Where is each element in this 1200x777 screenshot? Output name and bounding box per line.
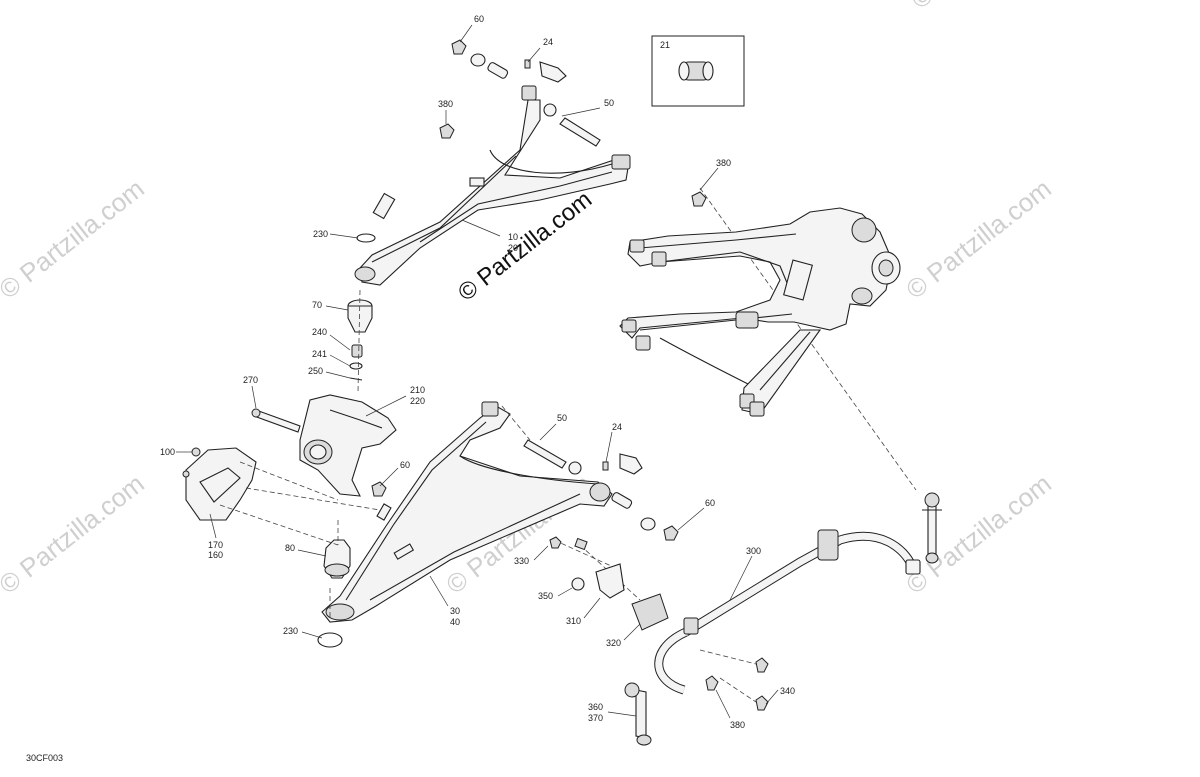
callout-24-top: 24 xyxy=(543,37,553,47)
callout-370: 370 xyxy=(588,713,603,723)
callout-60-knuckle: 60 xyxy=(400,460,410,470)
callout-240: 240 xyxy=(312,327,327,337)
callout-30: 30 xyxy=(450,606,460,616)
callout-220: 220 xyxy=(410,396,425,406)
callout-100: 100 xyxy=(160,447,175,457)
watermark-text: © Partzilla.com xyxy=(900,173,1057,305)
callout-20: 20 xyxy=(508,243,518,253)
callout-210: 210 xyxy=(410,385,425,395)
callout-40: 40 xyxy=(450,617,460,627)
callout-270: 270 xyxy=(243,375,258,385)
lower-arm-hardware xyxy=(523,439,679,541)
complete-suspension-assembly xyxy=(619,191,901,417)
watermark-text: © Partzilla.com xyxy=(905,0,1062,15)
diagram-code: 30CF003 xyxy=(26,753,63,763)
callout-80: 80 xyxy=(285,543,295,553)
watermark-text: © Partzilla.com xyxy=(0,173,150,305)
watermark-text: © Partzilla.com xyxy=(0,468,150,600)
callout-300: 300 xyxy=(746,546,761,556)
upper-a-arm xyxy=(354,85,631,286)
callout-320: 320 xyxy=(606,638,621,648)
callout-230-top: 230 xyxy=(313,229,328,239)
callout-350: 350 xyxy=(538,591,553,601)
callout-380-top: 380 xyxy=(438,99,453,109)
watermark-text: © Partzilla.com xyxy=(900,468,1057,600)
callout-330: 330 xyxy=(514,556,529,566)
sway-bar-bushing xyxy=(549,536,669,631)
callout-70: 70 xyxy=(312,300,322,310)
sway-bar xyxy=(654,492,942,695)
leader-lines xyxy=(176,24,779,719)
callout-160: 160 xyxy=(208,550,223,560)
sway-bar-link xyxy=(624,657,769,746)
upper-arm-hardware xyxy=(356,39,601,243)
knuckle xyxy=(251,394,397,497)
upper-ball-joint xyxy=(347,289,373,393)
callout-340: 340 xyxy=(780,686,795,696)
callout-60-mid: 60 xyxy=(705,498,715,508)
inset-box-21 xyxy=(651,35,745,107)
callout-230-bottom: 230 xyxy=(283,626,298,636)
callout-10: 10 xyxy=(508,232,518,242)
callout-50-mid: 50 xyxy=(557,413,567,423)
brake-shield xyxy=(182,447,257,521)
callout-380-bottom: 380 xyxy=(730,720,745,730)
callout-labels: 60 24 380 50 230 10 20 70 240 241 250 27… xyxy=(160,14,795,730)
callout-310: 310 xyxy=(566,616,581,626)
lower-ball-joint xyxy=(317,539,351,648)
lower-a-arm xyxy=(321,401,613,623)
callout-241: 241 xyxy=(312,349,327,359)
callout-21: 21 xyxy=(660,40,670,50)
callout-60-top: 60 xyxy=(474,14,484,24)
callout-250: 250 xyxy=(308,366,323,376)
callout-50-top: 50 xyxy=(604,98,614,108)
callout-170: 170 xyxy=(208,540,223,550)
callout-380-right: 380 xyxy=(716,158,731,168)
callout-24-mid: 24 xyxy=(612,422,622,432)
callout-360: 360 xyxy=(588,702,603,712)
